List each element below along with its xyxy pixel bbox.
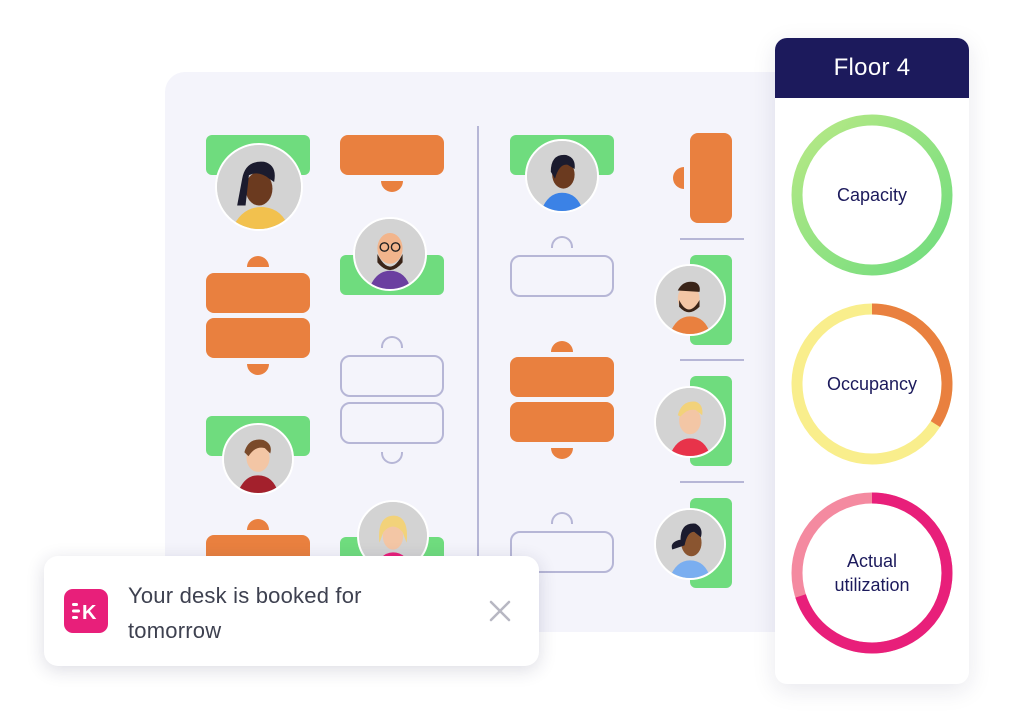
chair (381, 336, 403, 348)
close-icon[interactable] (487, 598, 513, 624)
desk-occupied[interactable] (510, 402, 614, 442)
person-avatar[interactable] (525, 139, 599, 213)
desk-occupied[interactable] (206, 273, 310, 313)
utilization-metric[interactable]: Actual utilization (789, 490, 955, 656)
person-avatar[interactable] (222, 423, 294, 495)
person-avatar[interactable] (654, 508, 726, 580)
floor-title: Floor 4 (775, 38, 969, 98)
chair (247, 364, 269, 375)
floor-stats-panel: Floor 4 Capacity Occupancy Actual utiliz… (775, 38, 969, 684)
row-divider (680, 238, 744, 240)
chair (381, 452, 403, 464)
desk-free[interactable] (510, 255, 614, 297)
capacity-metric[interactable]: Capacity (789, 112, 955, 278)
chair (551, 512, 573, 524)
chair (551, 341, 573, 352)
row-divider (680, 359, 744, 361)
desk-occupied[interactable] (340, 135, 444, 175)
aisle-divider (477, 126, 479, 596)
svg-text:K: K (82, 602, 97, 623)
notification-message: Your desk is booked for tomorrow (128, 583, 362, 643)
desk-free[interactable] (340, 355, 444, 397)
occupancy-ring (791, 303, 953, 465)
utilization-label: Actual utilization (834, 551, 910, 595)
desk-occupied[interactable] (206, 318, 310, 358)
capacity-ring (791, 114, 953, 276)
capacity-label: Capacity (836, 185, 908, 205)
person-avatar[interactable] (654, 264, 726, 336)
chair (551, 448, 573, 459)
utilization-ring (791, 492, 953, 654)
floor-plan (165, 72, 805, 632)
chair (247, 256, 269, 267)
desk-free[interactable] (340, 402, 444, 444)
person-avatar[interactable] (215, 143, 303, 231)
desk-free[interactable] (510, 531, 614, 573)
desk-occupied[interactable] (510, 357, 614, 397)
occupancy-label: Occupancy (826, 374, 918, 394)
chair (381, 181, 403, 192)
row-divider (680, 481, 744, 483)
occupancy-metric[interactable]: Occupancy (789, 301, 955, 467)
booking-notification: K Your desk is booked for tomorrow (44, 556, 539, 666)
chair (673, 167, 684, 189)
kadence-logo-icon: K (64, 589, 108, 633)
person-avatar[interactable] (353, 217, 427, 291)
desk-occupied[interactable] (690, 133, 732, 223)
person-avatar[interactable] (654, 386, 726, 458)
chair (551, 236, 573, 248)
chair (247, 519, 269, 530)
